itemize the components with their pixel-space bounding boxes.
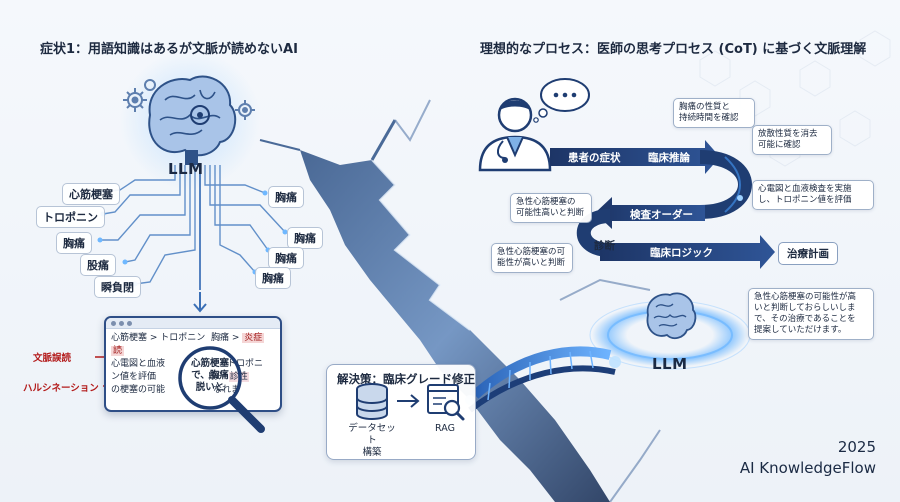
- flow-arrows: [550, 140, 775, 269]
- llm-label-left: LLM: [168, 160, 204, 178]
- llm-label-right: LLM: [652, 355, 688, 373]
- footer-brand: AI KnowledgeFlow: [739, 459, 876, 477]
- note-ami-likely-2: 急性心筋梗塞の可 能性が高いと判断: [491, 243, 573, 273]
- term-thigh-pain: 股痛: [80, 254, 116, 276]
- doc-line-5: の梗塞の可能なれま: [111, 385, 241, 395]
- thought-bubble-icon: [533, 78, 590, 123]
- term-myocardial-infarction: 心筋梗塞: [62, 183, 120, 205]
- flow-clinical-reasoning: 臨床推論: [648, 152, 690, 164]
- note-radiation: 放散性質を消去 可能に確認: [752, 125, 832, 155]
- flow-clinical-logic: 臨床ロジック: [650, 247, 713, 259]
- canyon-crack: [259, 99, 661, 502]
- gear-icons: [123, 79, 255, 120]
- highlight-error: 炎症: [242, 333, 265, 343]
- flow-exam-order: 検査オーダー: [630, 209, 693, 221]
- label-context-misread: 文脈誤読: [33, 353, 72, 364]
- circuit-lines: [99, 165, 286, 290]
- note-ami-likely-1: 急性心筋梗塞の 可能性高いと判断: [510, 193, 592, 223]
- term-chest-pain: 胸痛: [56, 232, 92, 254]
- doc-line-3: 心電図と血液トロポニ: [111, 359, 264, 369]
- magnifier-text: 心筋梗塞で、胸痛 脱いと: [190, 358, 229, 393]
- term-right-4: 胸痛: [255, 267, 291, 289]
- doc-line-2: 読: [111, 346, 125, 356]
- note-chest-pain-duration: 胸痛の性質と 持続時間を確認: [673, 98, 755, 128]
- label-hallucination: ハルシネーション: [23, 383, 99, 394]
- note-treatment-proposal: 急性心筋梗塞の可能性が高 いと判断しておらしいしま で、その治療であることを 提…: [748, 288, 874, 340]
- doc-line-1: 心筋梗塞 > トロポニン 胸痛 > 炎症: [111, 333, 265, 343]
- flow-symptom: 患者の症状: [568, 152, 621, 164]
- document-titlebar: [106, 318, 280, 329]
- left-section-title: 症状1：用語知識はあるが文脈が読めないAI: [40, 42, 298, 57]
- term-right-2: 胸痛: [287, 227, 323, 249]
- flow-diagnosis: 診断: [594, 240, 615, 252]
- right-section-title: 理想的なプロセス：医師の思考プロセス (CoT) に基づく文脈理解: [480, 42, 867, 57]
- footer-year: 2025: [837, 438, 876, 456]
- term-misc: 瞬負閉: [94, 276, 141, 298]
- note-ecg-troponin: 心電図と血液検査を実施 し、トロポニン値を評価: [752, 180, 874, 210]
- rag-caption: RAG: [435, 423, 455, 434]
- brain-icon-left: [148, 75, 237, 165]
- term-right-1: 胸痛: [268, 186, 304, 208]
- solution-icons: [356, 383, 465, 421]
- term-right-3: 胸痛: [268, 247, 304, 269]
- term-troponin: トロポニン: [36, 206, 105, 228]
- magnifier-overlay: [178, 346, 265, 433]
- brain-icon-right: [646, 292, 697, 340]
- dataset-caption: データセット 構築: [348, 423, 396, 458]
- solution-title: 解決策：臨床グレード修正: [337, 372, 475, 386]
- flow-treatment-plan: 治療計画: [778, 242, 838, 265]
- bridge-illustration: [465, 346, 621, 413]
- doctor-icon: [478, 97, 552, 172]
- down-arrow: [193, 292, 207, 313]
